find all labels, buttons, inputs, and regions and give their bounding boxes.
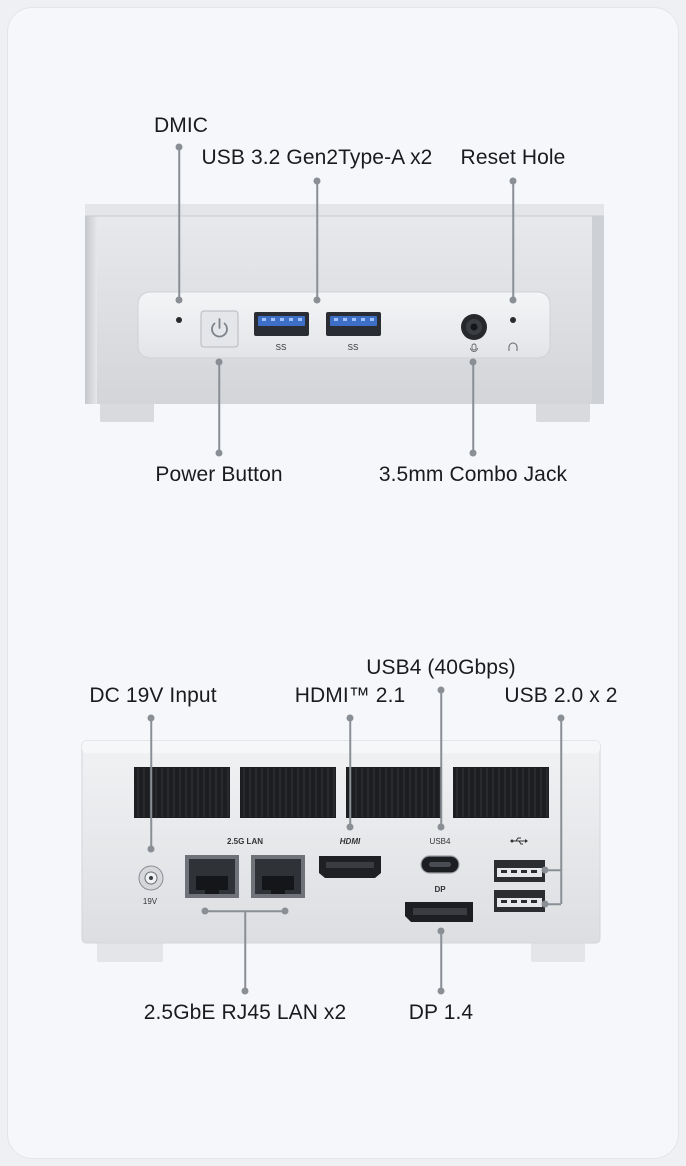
hdmi-leader-dot-bottom bbox=[346, 823, 354, 831]
reset-hole bbox=[510, 317, 516, 323]
mic-icon bbox=[470, 343, 478, 352]
usb2-leader-branch-2 bbox=[545, 903, 561, 905]
reset-label: Reset Hole bbox=[460, 146, 566, 169]
usb2-port-1 bbox=[494, 860, 545, 882]
hdmi-silkscreen: HDMI bbox=[339, 837, 361, 846]
reset-leader-line bbox=[512, 181, 514, 300]
dp-silkscreen: DP bbox=[434, 885, 446, 894]
front-foot-right bbox=[536, 402, 590, 422]
usb-a-label: USB 3.2 Gen2Type-A x2 bbox=[201, 146, 433, 169]
rear-foot-right bbox=[531, 940, 585, 962]
combo-leader-line bbox=[472, 362, 474, 453]
dp-leader-dot-top bbox=[437, 927, 445, 935]
lan-leader-dot-bottom bbox=[241, 987, 249, 995]
usb2-leader-dot-1 bbox=[541, 866, 549, 874]
usb-a-leader-dot-top bbox=[313, 177, 321, 185]
dmic-leader-dot-top bbox=[175, 143, 183, 151]
lan-leader-dot-1 bbox=[201, 907, 209, 915]
power-leader-dot-bottom bbox=[215, 449, 223, 457]
ss-mark-1: SS bbox=[275, 343, 287, 352]
power-leader-line bbox=[218, 362, 220, 453]
usb2-leader-dot-top bbox=[557, 714, 565, 722]
dmic-label: DMIC bbox=[153, 114, 209, 137]
hdmi-leader-dot-top bbox=[346, 714, 354, 722]
lan-silkscreen: 2.5G LAN bbox=[226, 837, 264, 846]
combo-leader-dot-bottom bbox=[469, 449, 477, 457]
lan-port-1 bbox=[185, 855, 239, 898]
usb-icon bbox=[510, 837, 528, 845]
usb2-label: USB 2.0 x 2 bbox=[504, 684, 618, 707]
dp-label: DP 1.4 bbox=[408, 1001, 474, 1024]
power-leader-dot-top bbox=[215, 358, 223, 366]
usb4-leader-dot-bottom bbox=[437, 823, 445, 831]
power-icon bbox=[211, 318, 228, 338]
ss-mark-2: SS bbox=[347, 343, 359, 352]
usb4-leader-line bbox=[440, 690, 442, 827]
usb4-leader-dot-top bbox=[437, 686, 445, 694]
reset-leader-dot-bottom bbox=[509, 296, 517, 304]
headphone-icon bbox=[508, 342, 518, 351]
dc-leader-dot-bottom bbox=[147, 845, 155, 853]
lan-port-2 bbox=[251, 855, 305, 898]
usb2-leader-line bbox=[560, 718, 562, 904]
power-label: Power Button bbox=[155, 463, 283, 486]
lan-leader-dot-2 bbox=[281, 907, 289, 915]
dmic-leader-dot-bottom bbox=[175, 296, 183, 304]
hdmi-leader-line bbox=[349, 718, 351, 827]
product-card bbox=[8, 8, 678, 1158]
rear-foot-left bbox=[97, 940, 163, 962]
usb2-leader-dot-2 bbox=[541, 900, 549, 908]
lan-leader-line bbox=[244, 911, 246, 991]
dp-leader-dot-bottom bbox=[437, 987, 445, 995]
usb4-label: USB4 (40Gbps) bbox=[366, 656, 516, 679]
dp-leader-line bbox=[440, 931, 442, 991]
usb-a-port-1 bbox=[254, 312, 309, 336]
usb2-port-2 bbox=[494, 890, 545, 912]
combo-label: 3.5mm Combo Jack bbox=[378, 463, 568, 486]
dc-silkscreen: 19V bbox=[142, 897, 158, 906]
hdmi-label: HDMI™ 2.1 bbox=[294, 684, 406, 707]
lan-label: 2.5GbE RJ45 LAN x2 bbox=[143, 1001, 347, 1024]
usb-a-leader-line bbox=[316, 181, 318, 300]
dmic-leader-line bbox=[178, 147, 180, 300]
front-foot-left bbox=[100, 402, 154, 422]
dc-leader-dot-top bbox=[147, 714, 155, 722]
usb-a-port-2 bbox=[326, 312, 381, 336]
usb-a-leader-dot-bottom bbox=[313, 296, 321, 304]
dc-leader-line bbox=[150, 718, 152, 849]
reset-leader-dot-top bbox=[509, 177, 517, 185]
dc-label: DC 19V Input bbox=[89, 684, 217, 707]
usb4-silkscreen: USB4 bbox=[429, 837, 451, 846]
usb2-leader-branch-1 bbox=[545, 869, 561, 871]
combo-leader-dot-top bbox=[469, 358, 477, 366]
dmic-hole bbox=[176, 317, 182, 323]
power-button[interactable] bbox=[200, 310, 239, 348]
